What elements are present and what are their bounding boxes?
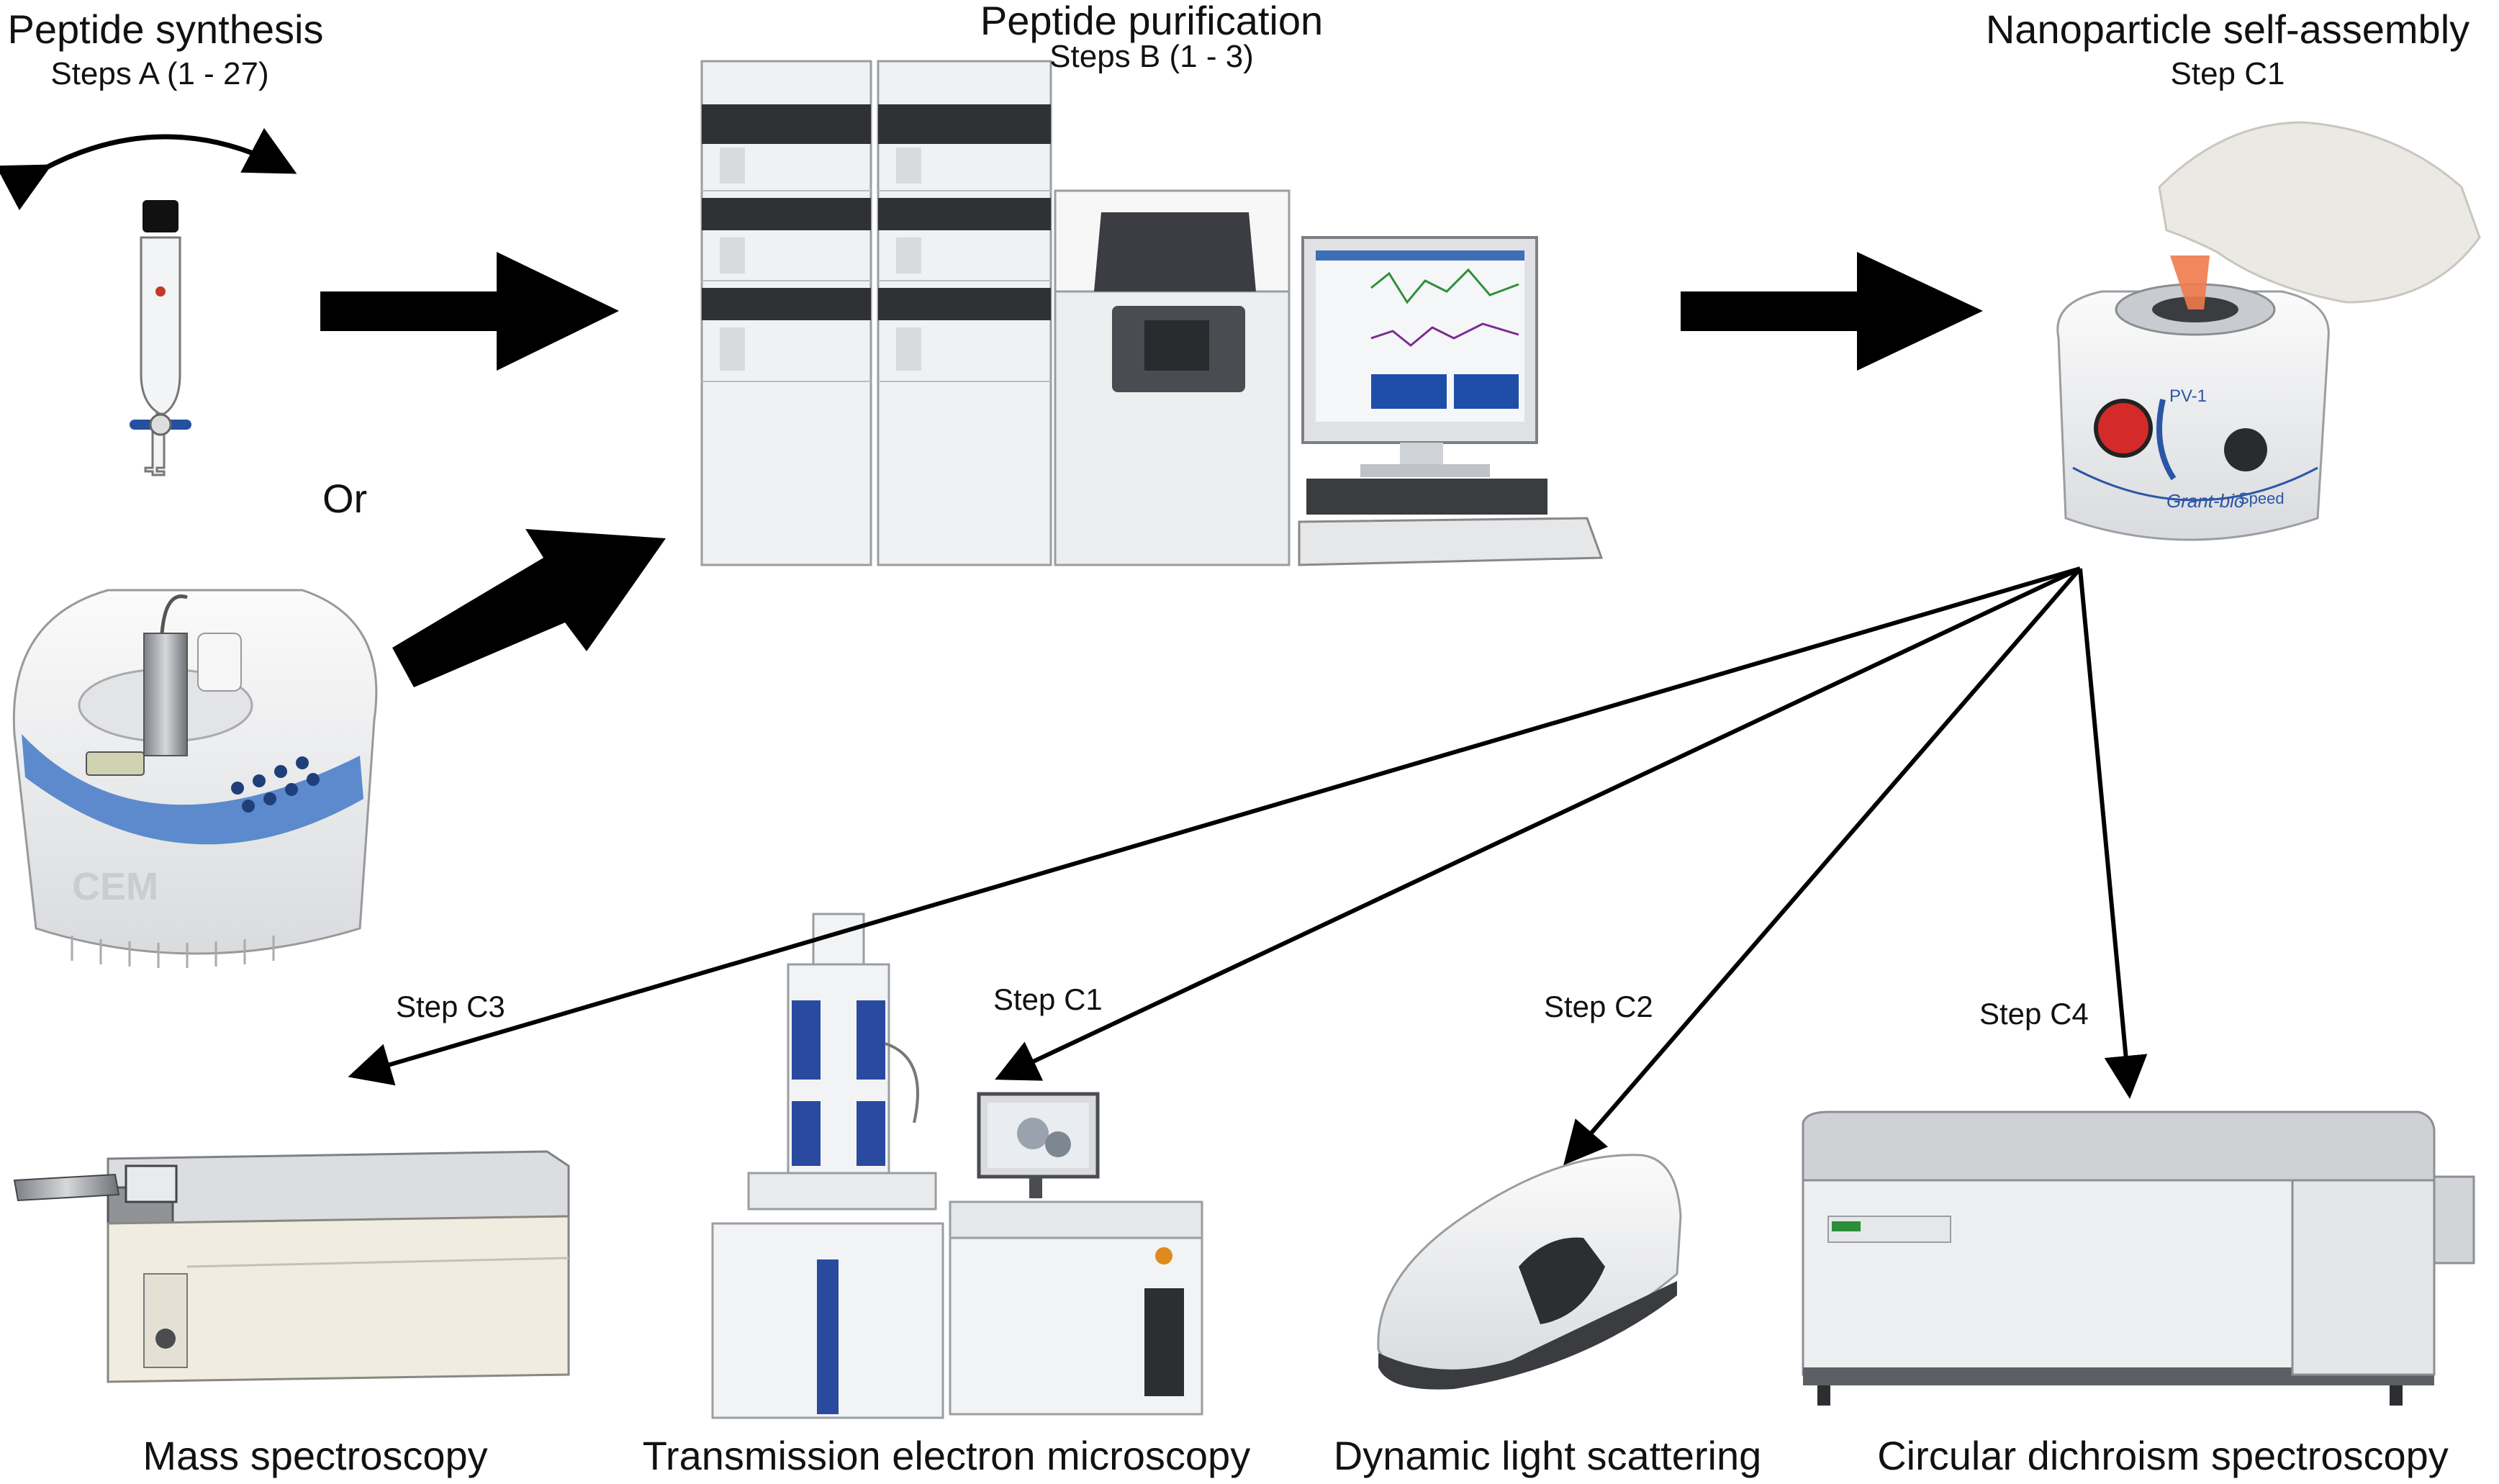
assembly-title: Nanoparticle self-assembly [1985, 6, 2470, 52]
svg-text:Speed: Speed [2238, 489, 2285, 507]
dls-instrument-icon [1377, 1154, 1682, 1390]
assembly-steps: Step C1 [2170, 56, 2285, 91]
synthesis-steps: Steps A (1 - 27) [50, 56, 269, 91]
arrow-to-cd [2078, 568, 2148, 1099]
step-label-c2: Step C2 [1544, 990, 1653, 1023]
cd-spectrometer-icon [1802, 1110, 2475, 1406]
arrow-synthesis-to-purification [320, 252, 619, 371]
caption-tem: Transmission electron microscopy [642, 1433, 1251, 1478]
mass-spectrometer-icon [13, 1150, 570, 1383]
microwave-synthesizer-icon: CEM [12, 589, 378, 968]
arrow-to-tem [995, 566, 2082, 1081]
purification-title: Peptide purification [980, 0, 1324, 43]
caption-mass-spectroscopy: Mass spectroscopy [143, 1433, 488, 1478]
workstation-icon [1298, 236, 1604, 566]
arrow-microwave-to-purification [392, 529, 666, 687]
arrow-purification-to-assembly [1681, 252, 1983, 371]
arrow-to-dls [1563, 567, 2082, 1166]
synthesis-title: Peptide synthesis [7, 6, 324, 52]
svg-text:PV-1: PV-1 [2169, 386, 2207, 406]
svg-text:CEM: CEM [72, 865, 158, 908]
tem-icon [711, 913, 1203, 1419]
caption-cd: Circular dichroism spectroscopy [1877, 1433, 2449, 1478]
purification-steps: Steps B (1 - 3) [1049, 39, 1254, 74]
svg-text:Grant-bio: Grant-bio [2166, 490, 2244, 512]
or-label: Or [322, 476, 368, 521]
step-label-c3: Step C3 [396, 990, 505, 1023]
hplc-system-icon [700, 60, 1291, 566]
caption-dls: Dynamic light scattering [1333, 1433, 1762, 1478]
arrow-to-mass-spectroscopy [348, 566, 2081, 1086]
step-label-c4: Step C4 [1979, 997, 2089, 1031]
vortex-mixer-icon: PV-1 Speed Grant-bio [2056, 121, 2481, 541]
reaction-vessel-icon [0, 127, 297, 476]
step-label-c1: Step C1 [993, 982, 1103, 1016]
